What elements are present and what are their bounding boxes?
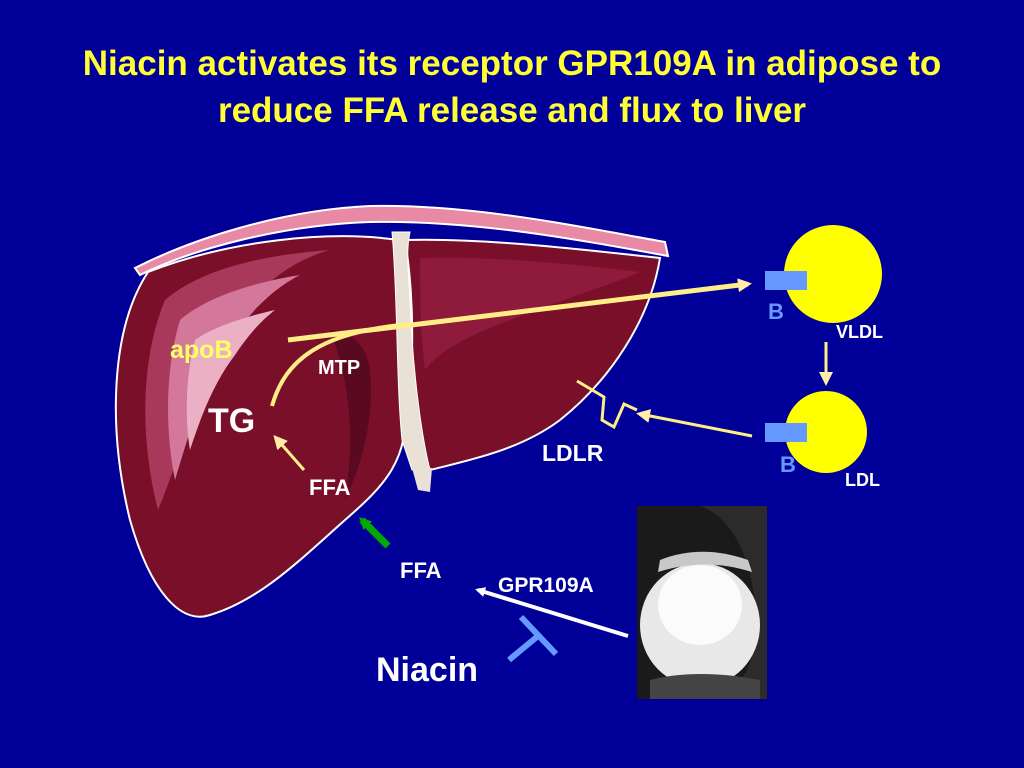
title-line-1: Niacin activates its receptor GPR109A in… [82, 44, 942, 83]
ffa-to-tg-arrow [273, 434, 306, 471]
ffa-liver-label: FFA [309, 475, 351, 500]
liver-capsule [133, 204, 670, 277]
niacin-label: Niacin [376, 651, 479, 689]
vldl-apob-marker [765, 271, 807, 290]
mtp-curve [270, 322, 411, 407]
mtp-label: MTP [318, 357, 361, 379]
ldlr-receptor-icon [576, 379, 638, 430]
falciform-ligament [391, 231, 431, 471]
title-line-2: reduce FFA release and flux to liver [217, 91, 807, 130]
ldl-apob-marker [765, 423, 807, 442]
niacin-inhibition-icon [507, 614, 559, 663]
ffa-influx-arrow [359, 517, 391, 549]
vldl-particle [784, 225, 882, 323]
ldl-to-ldlr-arrow [636, 409, 753, 438]
slide-title: Niacin activates its receptor GPR109A in… [0, 40, 1024, 134]
vldl-label: VLDL [836, 322, 883, 342]
ldlr-label: LDLR [542, 440, 604, 466]
apob-label: apoB [170, 336, 233, 364]
adipose-photo [637, 506, 767, 699]
liver-illustration [114, 204, 670, 618]
ldl-apob-label: B [780, 452, 796, 477]
tg-label: TG [208, 402, 256, 440]
adipose-ffa-release-arrow [475, 587, 629, 638]
gpr109a-label: GPR109A [498, 574, 594, 597]
vldl-apob-label: B [768, 299, 784, 324]
ffa-adipose-label: FFA [400, 558, 442, 583]
ldl-label: LDL [845, 470, 880, 490]
ldl-particle [785, 391, 867, 473]
